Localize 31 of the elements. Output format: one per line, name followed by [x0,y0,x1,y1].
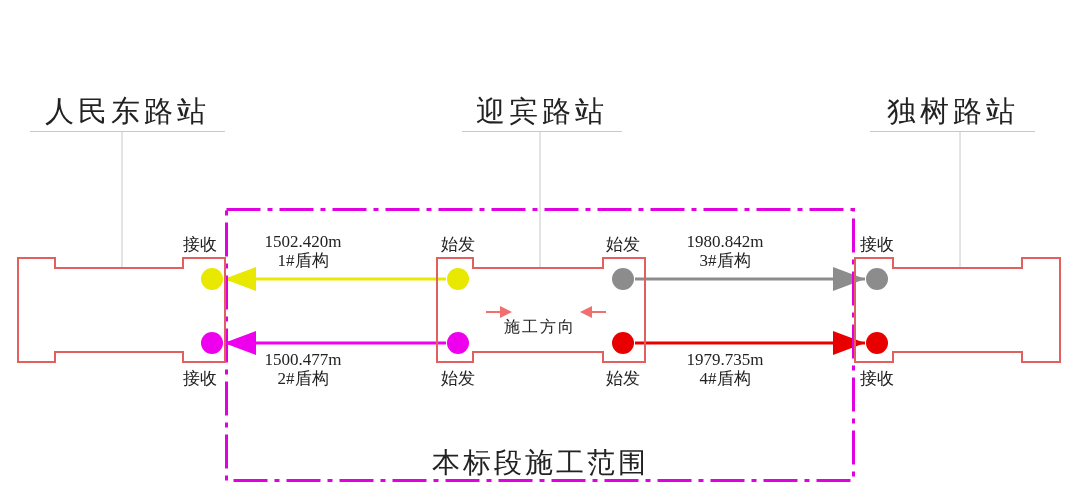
shield-machine-dot [866,268,888,290]
status-label: 始发 [605,368,641,388]
station-name: 人民东路站 [30,92,225,132]
status-label: 始发 [605,234,641,254]
station-outline [854,257,1061,364]
status-label: 始发 [440,368,476,388]
status-label: 接收 [182,368,218,388]
shield-machine-dot [447,268,469,290]
arrow [635,267,865,291]
status-label: 始发 [440,234,476,254]
shield-machine-dot [201,332,223,354]
station-name: 迎宾路站 [462,92,622,132]
station-outline [436,257,646,364]
shield-machine-dot [447,332,469,354]
shield-machine-dot [612,268,634,290]
zone-label: 本标段施工范围 [430,445,650,481]
arrow [635,331,865,355]
status-label: 接收 [182,234,218,254]
edge-label: 1500.477m 2#盾构 [263,350,343,388]
shield-machine-dot [201,268,223,290]
shield-machine-dot [612,332,634,354]
direction-label: 施工方向 [503,317,577,338]
edge-label: 1980.842m 3#盾构 [685,232,765,270]
construction-zone-boundary [225,208,855,482]
status-label: 接收 [859,368,895,388]
station-outline [17,257,226,364]
station-name: 独树路站 [870,92,1035,132]
shield-machine-dot [866,332,888,354]
edge-label: 1502.420m 1#盾构 [263,232,343,270]
status-label: 接收 [859,234,895,254]
edge-label: 1979.735m 4#盾构 [685,350,765,388]
